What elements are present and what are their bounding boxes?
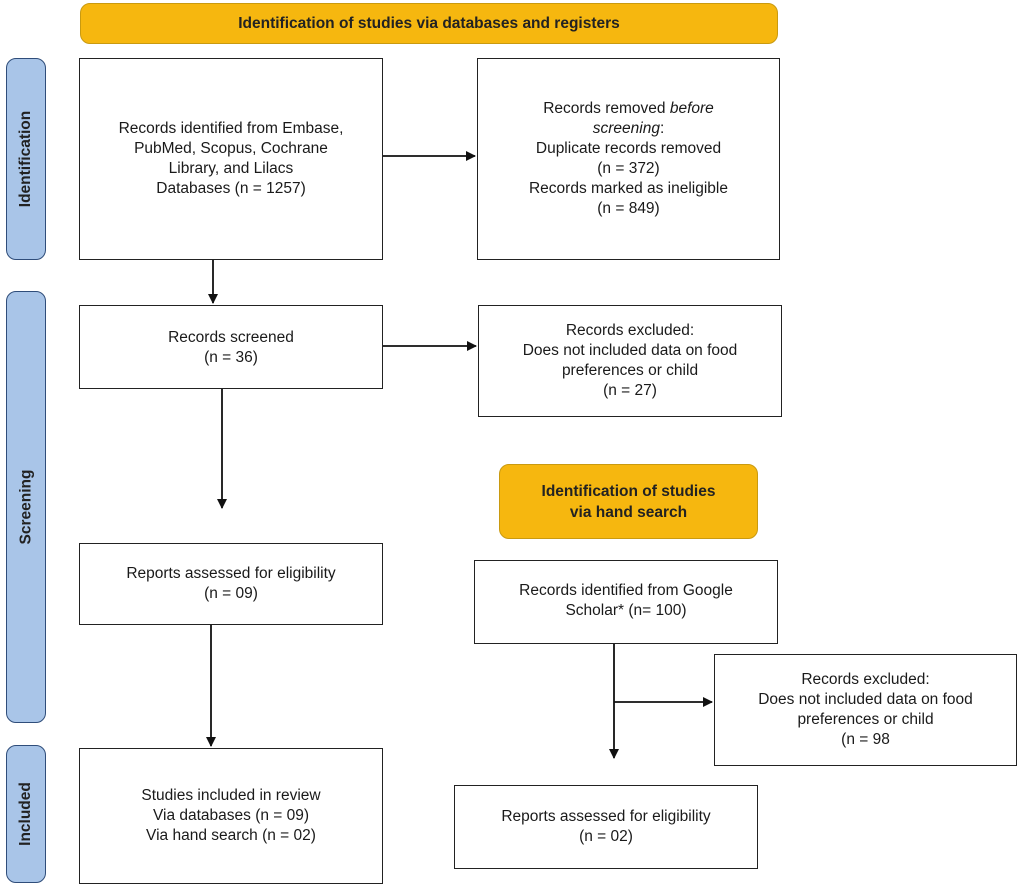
banner-hand-search: Identification of studies via hand searc… <box>499 464 758 539</box>
phase-screening: Screening <box>6 291 46 723</box>
box-reports-assessed-db: Reports assessed for eligibility (n = 09… <box>79 543 383 625</box>
box-records-google: Records identified from Google Scholar* … <box>474 560 778 644</box>
box-line: (n = 372) <box>597 160 660 177</box>
box-line: Reports assessed for eligibility <box>126 565 336 582</box>
phase-identification: Identification <box>6 58 46 260</box>
banner-databases: Identification of studies via databases … <box>80 3 778 44</box>
box-records-excluded-hand: Records excluded: Does not included data… <box>714 654 1017 766</box>
box-studies-included: Studies included in review Via databases… <box>79 748 383 884</box>
box-line: Scholar* (n= 100) <box>565 602 687 619</box>
box-records-removed: Records removed before screening: Duplic… <box>477 58 780 260</box>
box-line: Records screened <box>168 329 294 346</box>
box-records-identified: Records identified from Embase, PubMed, … <box>79 58 383 260</box>
text-records-removed: Records removed <box>543 100 666 117</box>
text-screening: screening <box>592 120 660 137</box>
box-line: PubMed, Scopus, Cochrane <box>134 140 328 157</box>
box-line: screening: <box>593 119 665 139</box>
box-line: Duplicate records removed <box>535 140 722 157</box>
box-line: Does not included data on food <box>522 342 738 359</box>
box-line: (n = 09) <box>204 585 258 602</box>
banner-databases-text: Identification of studies via databases … <box>238 15 620 32</box>
box-line: (n = 36) <box>204 349 258 366</box>
phase-included: Included <box>6 745 46 883</box>
box-line: Library, and Lilacs <box>168 160 294 177</box>
box-reports-assessed-hand: Reports assessed for eligibility (n = 02… <box>454 785 758 869</box>
text-colon: : <box>659 120 665 137</box>
box-line: preferences or child <box>561 362 699 379</box>
banner-hand-search-line: via hand search <box>569 503 688 521</box>
box-line: Reports assessed for eligibility <box>501 808 711 825</box>
box-line: Records excluded: <box>801 671 930 688</box>
box-line: (n = 98 <box>841 731 890 748</box>
box-line: Records excluded: <box>565 322 695 339</box>
text-before: before <box>669 100 714 117</box>
box-line: preferences or child <box>797 711 934 728</box>
banner-hand-search-line: Identification of studies <box>541 482 716 500</box>
box-records-screened: Records screened (n = 36) <box>79 305 383 389</box>
box-line: Records removed before <box>543 99 714 119</box>
box-line: Via hand search (n = 02) <box>146 827 316 844</box>
box-line: Via databases (n = 09) <box>152 807 310 824</box>
box-line: Studies included in review <box>141 787 321 804</box>
box-line: Records identified from Embase, <box>118 120 344 137</box>
box-line: (n = 02) <box>579 828 633 845</box>
box-line: (n = 849) <box>597 200 660 217</box>
box-line: Records identified from Google <box>519 582 733 599</box>
box-line: Does not included data on food <box>758 691 973 708</box>
box-line: Records marked as ineligible <box>528 180 728 197</box>
box-line: (n = 27) <box>603 382 657 399</box>
box-line: Databases (n = 1257) <box>156 180 306 197</box>
box-records-excluded-db: Records excluded: Does not included data… <box>478 305 782 417</box>
